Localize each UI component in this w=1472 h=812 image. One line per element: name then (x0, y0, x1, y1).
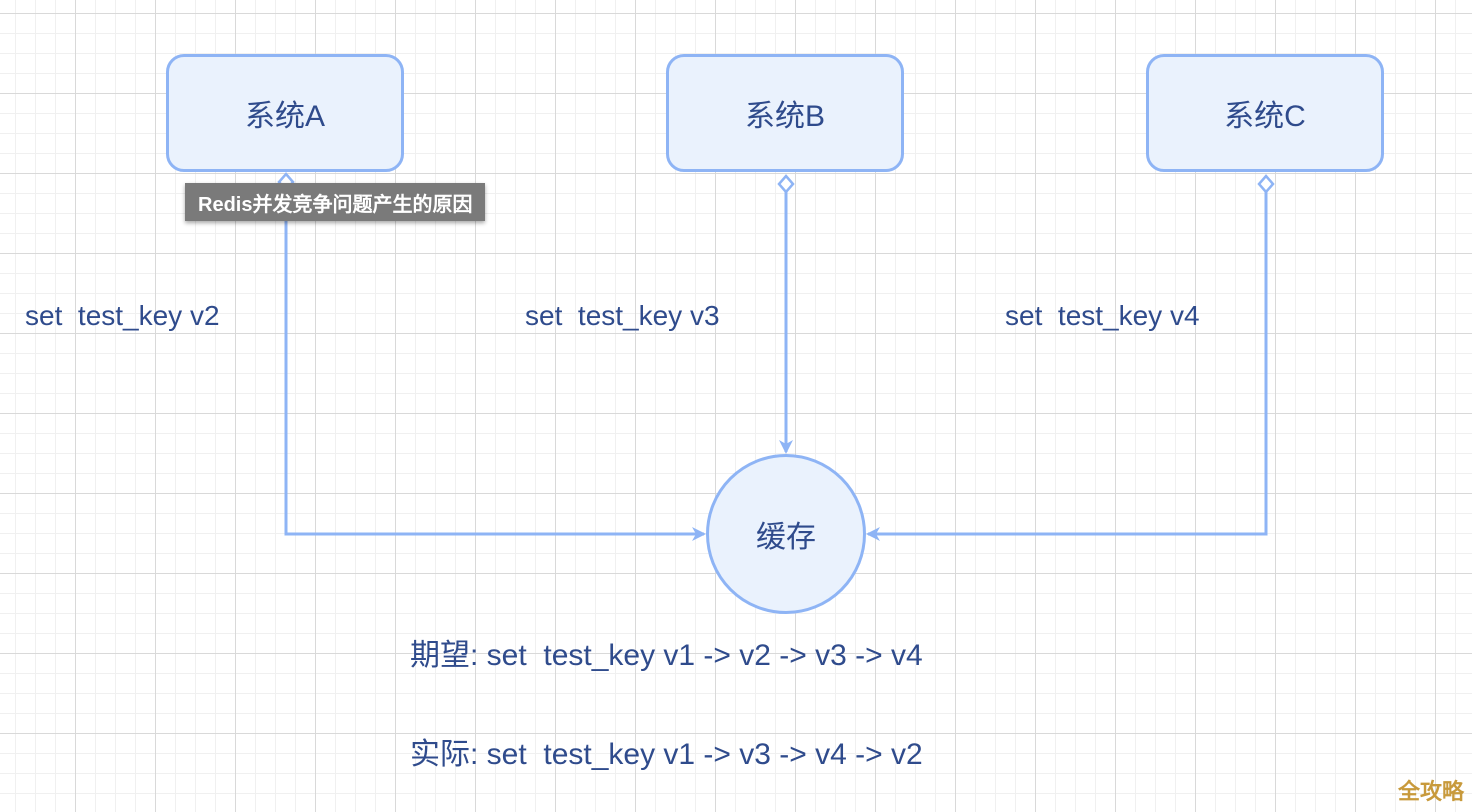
edge-c-to-cache (866, 192, 1268, 541)
edge-c-label: set test_key v4 (1005, 300, 1200, 331)
node-system-a-label: 系统A (244, 100, 325, 133)
node-system-b-label: 系统B (744, 100, 825, 133)
watermark: 全攻略 (1397, 779, 1464, 804)
expected-note: 期望: set test_key v1 -> v2 -> v3 -> v4 (410, 639, 923, 672)
node-cache-label: 缓存 (756, 521, 816, 554)
edge-a-label: set test_key v2 (25, 300, 220, 331)
actual-note: 实际: set test_key v1 -> v3 -> v4 -> v2 (410, 738, 923, 771)
node-system-a[interactable]: 系统A (166, 54, 404, 172)
tooltip: Redis并发竞争问题产生的原因 (185, 183, 486, 221)
node-system-c[interactable]: 系统C (1146, 54, 1384, 172)
node-system-c-label: 系统C (1224, 100, 1306, 133)
diamond-marker-c (1257, 174, 1275, 194)
edge-a-to-cache (284, 182, 706, 541)
edge-b-label: set test_key v3 (525, 300, 720, 331)
node-cache[interactable]: 缓存 (706, 454, 866, 614)
diamond-marker-b (777, 174, 795, 194)
node-system-b[interactable]: 系统B (666, 54, 904, 172)
